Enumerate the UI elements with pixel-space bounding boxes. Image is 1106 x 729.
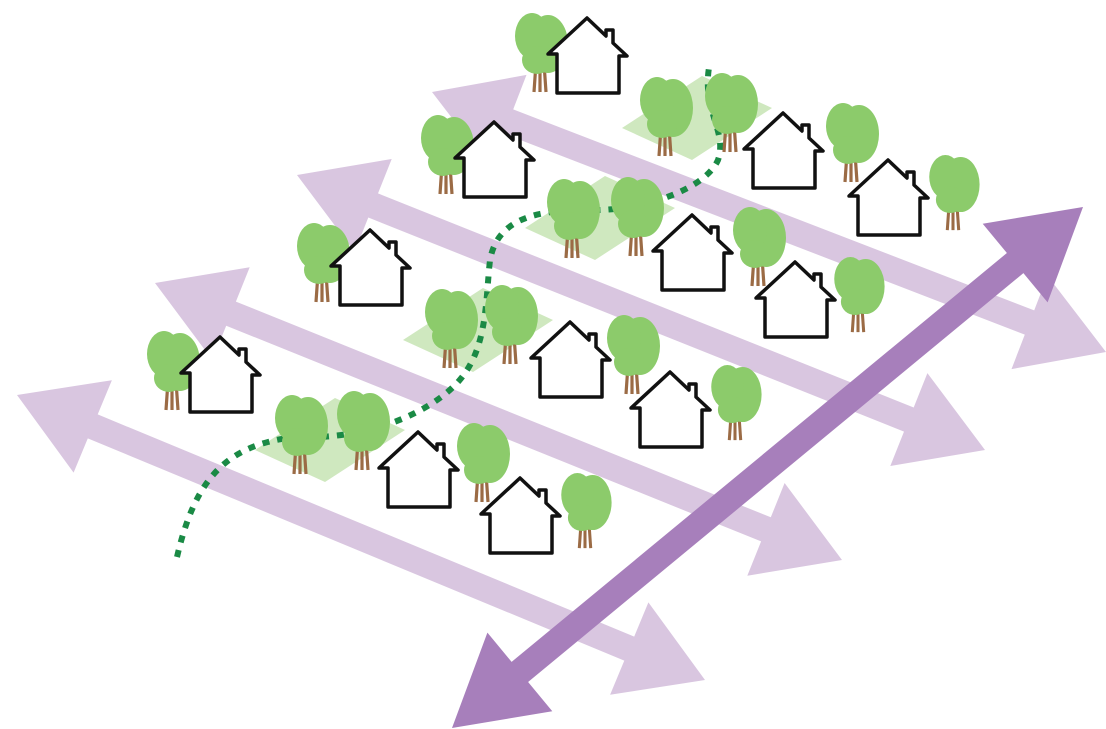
- tree-icon: [711, 365, 761, 440]
- house-icon: [531, 322, 610, 397]
- tree-icon: [607, 315, 660, 394]
- house-icon: [481, 478, 560, 553]
- house-icon: [756, 262, 835, 337]
- house-icon: [849, 160, 928, 235]
- tree-icon: [733, 207, 786, 286]
- house-icon: [631, 372, 710, 447]
- house-icon: [379, 432, 458, 507]
- house-icon: [744, 113, 823, 188]
- tree-icon: [826, 103, 879, 182]
- tree-icon: [834, 257, 884, 332]
- tree-icon: [457, 423, 510, 502]
- house-icon: [653, 215, 732, 290]
- tree-icon: [929, 155, 979, 230]
- tree-icon: [561, 473, 611, 548]
